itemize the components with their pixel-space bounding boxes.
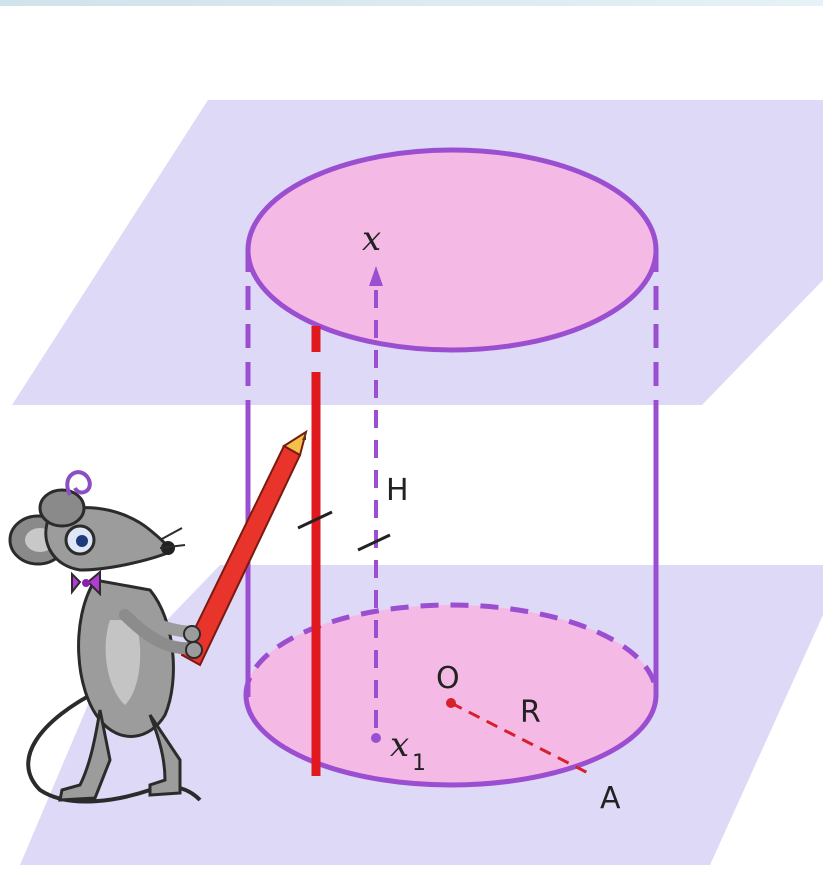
axis-arrowhead — [369, 266, 383, 286]
generator-tick — [297, 510, 333, 530]
radius-line — [450, 701, 591, 776]
bottom-base-front-edge — [243, 694, 659, 788]
top-base — [245, 147, 659, 353]
top-strip — [0, 0, 823, 6]
center-point — [446, 698, 456, 708]
mouse-with-pencil-icon — [8, 429, 308, 804]
center-label: O — [436, 661, 460, 696]
bottom-base-back-edge — [243, 602, 659, 696]
bottom-base — [246, 605, 656, 785]
radius-label: R — [520, 695, 541, 730]
axis-bottom-point — [371, 733, 381, 743]
axis-bottom-label: x — [390, 725, 409, 765]
axis-top-label: x — [362, 219, 381, 259]
axis-bottom-subscript: 1 — [412, 751, 426, 776]
axis-tick — [357, 533, 391, 552]
point-label: A — [600, 781, 621, 816]
height-label: H — [386, 473, 409, 508]
